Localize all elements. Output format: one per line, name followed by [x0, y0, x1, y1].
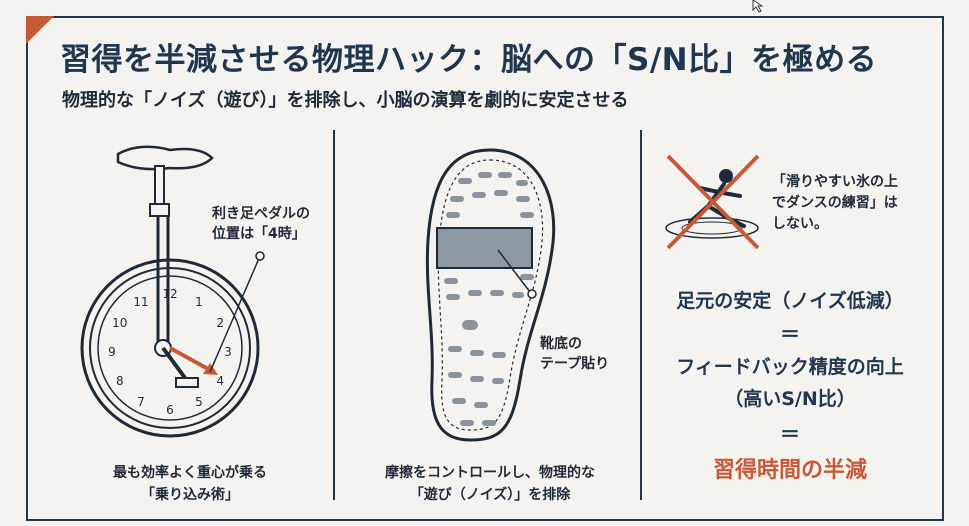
- panel1-caption: 最も効率よく重心が乗る 「乗り込み術」: [60, 462, 320, 506]
- ice-note-line1: 「滑りやすい氷の上: [772, 174, 898, 190]
- tape-callout: 靴底の テープ貼り: [540, 334, 609, 374]
- clock-number: 7: [137, 395, 145, 409]
- page-title: 習得を半減させる物理ハック：脳への「S/N比」を極める: [60, 42, 878, 78]
- no-slipping-icon: [665, 154, 760, 250]
- footing-stability-text: 足元の安定（ノイズ低減）: [676, 290, 904, 312]
- ice-note-line2: でダンスの練習」は: [772, 195, 898, 211]
- shoe-sole-illustration: [425, 148, 556, 442]
- column-divider-right: [640, 130, 642, 500]
- pedal-position-callout: 利き足ペダルの 位置は「4時」: [212, 204, 310, 244]
- panel1-caption-line1: 最も効率よく重心が乗る: [113, 465, 267, 481]
- unicycle-illustration: 12 12 3 45 6 78 9 10 11: [80, 145, 265, 438]
- clock-number: 3: [224, 345, 232, 359]
- ice-dance-note: 「滑りやすい氷の上 でダンスの練習」は しない。: [772, 172, 898, 235]
- page-subtitle: 物理的な「ノイズ（遊び）」を排除し、小脳の演算を劇的に安定させる: [62, 90, 629, 111]
- column-divider-left: [333, 130, 335, 500]
- clock-number: 2: [216, 316, 224, 330]
- clock-number: 4: [216, 374, 224, 388]
- tape-callout-line1: 靴底の: [540, 336, 582, 352]
- panel1-caption-line2: 「乗り込み術」: [141, 487, 239, 503]
- pedal-callout-line1: 利き足ペダルの: [212, 206, 310, 222]
- clock-number: 1: [195, 295, 203, 309]
- pedal-callout-line2: 位置は「4時」: [212, 226, 306, 242]
- panel2-caption-line1: 摩擦をコントロールし、物理的な: [385, 465, 595, 481]
- clock-number: 5: [195, 395, 203, 409]
- equals-sign-2: ＝: [780, 422, 800, 446]
- panel2-caption-line2: 「遊び（ノイズ）」を排除: [409, 487, 571, 503]
- result-text: 習得時間の半減: [712, 458, 867, 483]
- feedback-accuracy-text: フィードバック精度の向上: [676, 356, 904, 378]
- corner-accent: [26, 16, 54, 44]
- sn-ratio-text: （高いS/N比）: [724, 388, 856, 410]
- clock-number: 11: [133, 295, 148, 309]
- clock-number: 12: [162, 287, 177, 301]
- tape-callout-line2: テープ貼り: [540, 356, 610, 372]
- ice-note-line3: しない。: [772, 216, 828, 232]
- clock-number: 8: [116, 374, 124, 388]
- panel2-caption: 摩擦をコントロールし、物理的な 「遊び（ノイズ）」を排除: [340, 462, 640, 506]
- clock-number: 9: [108, 345, 116, 359]
- clock-number: 6: [166, 403, 174, 417]
- mouse-cursor-icon: [752, 0, 764, 13]
- equals-sign-1: ＝: [780, 322, 800, 346]
- clock-number: 10: [112, 316, 127, 330]
